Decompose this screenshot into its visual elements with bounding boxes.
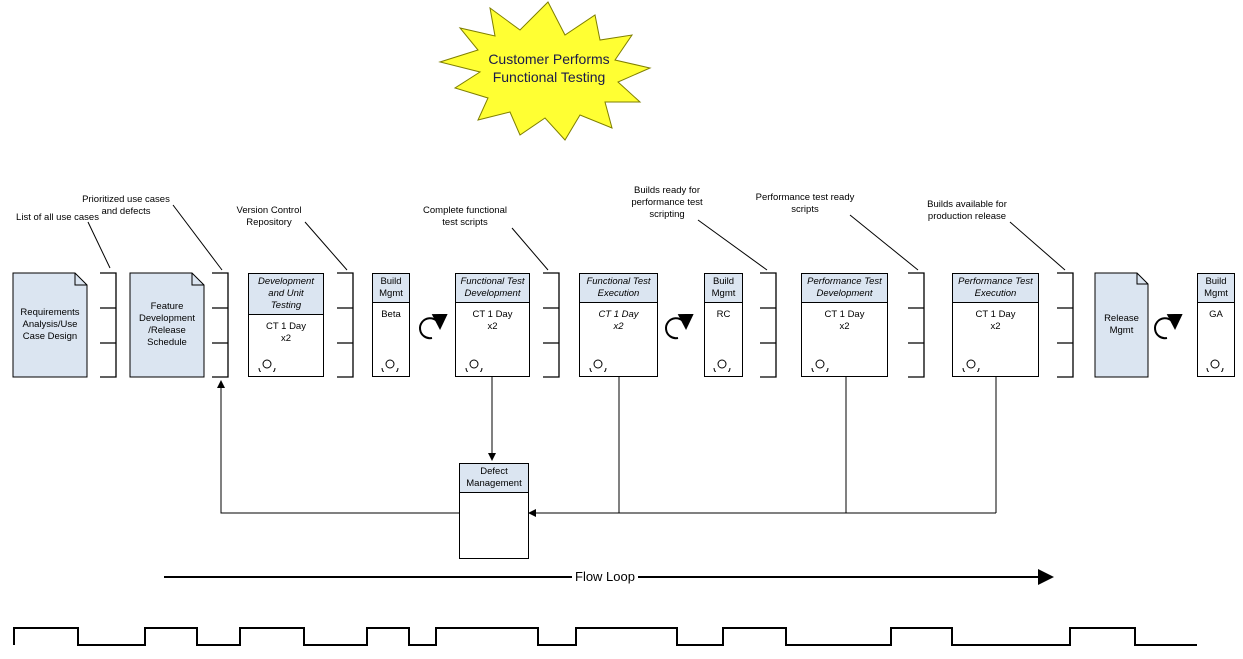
requirements-doc-label: Requirements Analysis/Use Case Design <box>20 307 80 342</box>
requirements-document-shape <box>12 272 88 378</box>
process-defect-management: Defect Management <box>459 463 529 559</box>
operator-icon <box>1206 359 1224 372</box>
release-doc-label: Release Mgmt <box>1104 313 1139 336</box>
cycle-arrows <box>419 313 1183 340</box>
burst-label: Customer Performs Functional Testing <box>488 51 610 85</box>
leader-line <box>1009 221 1066 271</box>
process-development: Development and Unit Testing CT 1 Day x2 <box>248 273 324 377</box>
annotation-prioritized: Prioritized use cases and defects <box>82 194 170 217</box>
annotation-builds-ready: Builds ready for performance test script… <box>631 185 703 220</box>
operator-icon <box>258 359 276 372</box>
operator-icon <box>811 359 829 372</box>
leader-line <box>304 221 348 271</box>
timeline-ladder <box>13 627 1197 646</box>
process-performance-test-development: Performance Test Development CT 1 Day x2 <box>801 273 888 377</box>
release-document-shape <box>1094 272 1149 378</box>
process-build-ga: Build Mgmt GA <box>1197 273 1235 377</box>
operator-icon <box>589 359 607 372</box>
annotation-builds-available: Builds available for production release <box>927 199 1007 222</box>
flow-loop-label: Flow Loop <box>572 569 638 584</box>
operator-icon <box>381 359 399 372</box>
leader-line <box>511 227 549 271</box>
queue-brackets <box>100 272 1074 378</box>
process-performance-test-execution: Performance Test Execution CT 1 Day x2 <box>952 273 1039 377</box>
leader-line <box>697 219 768 271</box>
feature-document-shape <box>129 272 205 378</box>
process-functional-test-execution: Functional Test Execution CT 1 Day x2 <box>579 273 658 377</box>
annotation-functional-scripts: Complete functional test scripts <box>423 205 507 228</box>
feature-doc-label: Feature Development /Release Schedule <box>139 301 195 348</box>
process-build-rc: Build Mgmt RC <box>704 273 743 377</box>
kaizen-burst-shape <box>438 1 652 141</box>
operator-icon <box>962 359 980 372</box>
annotation-use-cases: List of all use cases <box>16 212 99 223</box>
process-build-beta: Build Mgmt Beta <box>372 273 410 377</box>
leader-line <box>849 214 919 271</box>
annotation-version-control: Version Control Repository <box>236 205 302 228</box>
annotation-perf-ready: Performance test ready scripts <box>755 192 855 215</box>
process-functional-test-development: Functional Test Development CT 1 Day x2 <box>455 273 530 377</box>
leader-line <box>172 204 223 271</box>
defect-to-feature-arrow <box>217 380 459 514</box>
operator-icon <box>713 359 731 372</box>
leader-line <box>87 221 111 269</box>
operator-icon <box>465 359 483 372</box>
